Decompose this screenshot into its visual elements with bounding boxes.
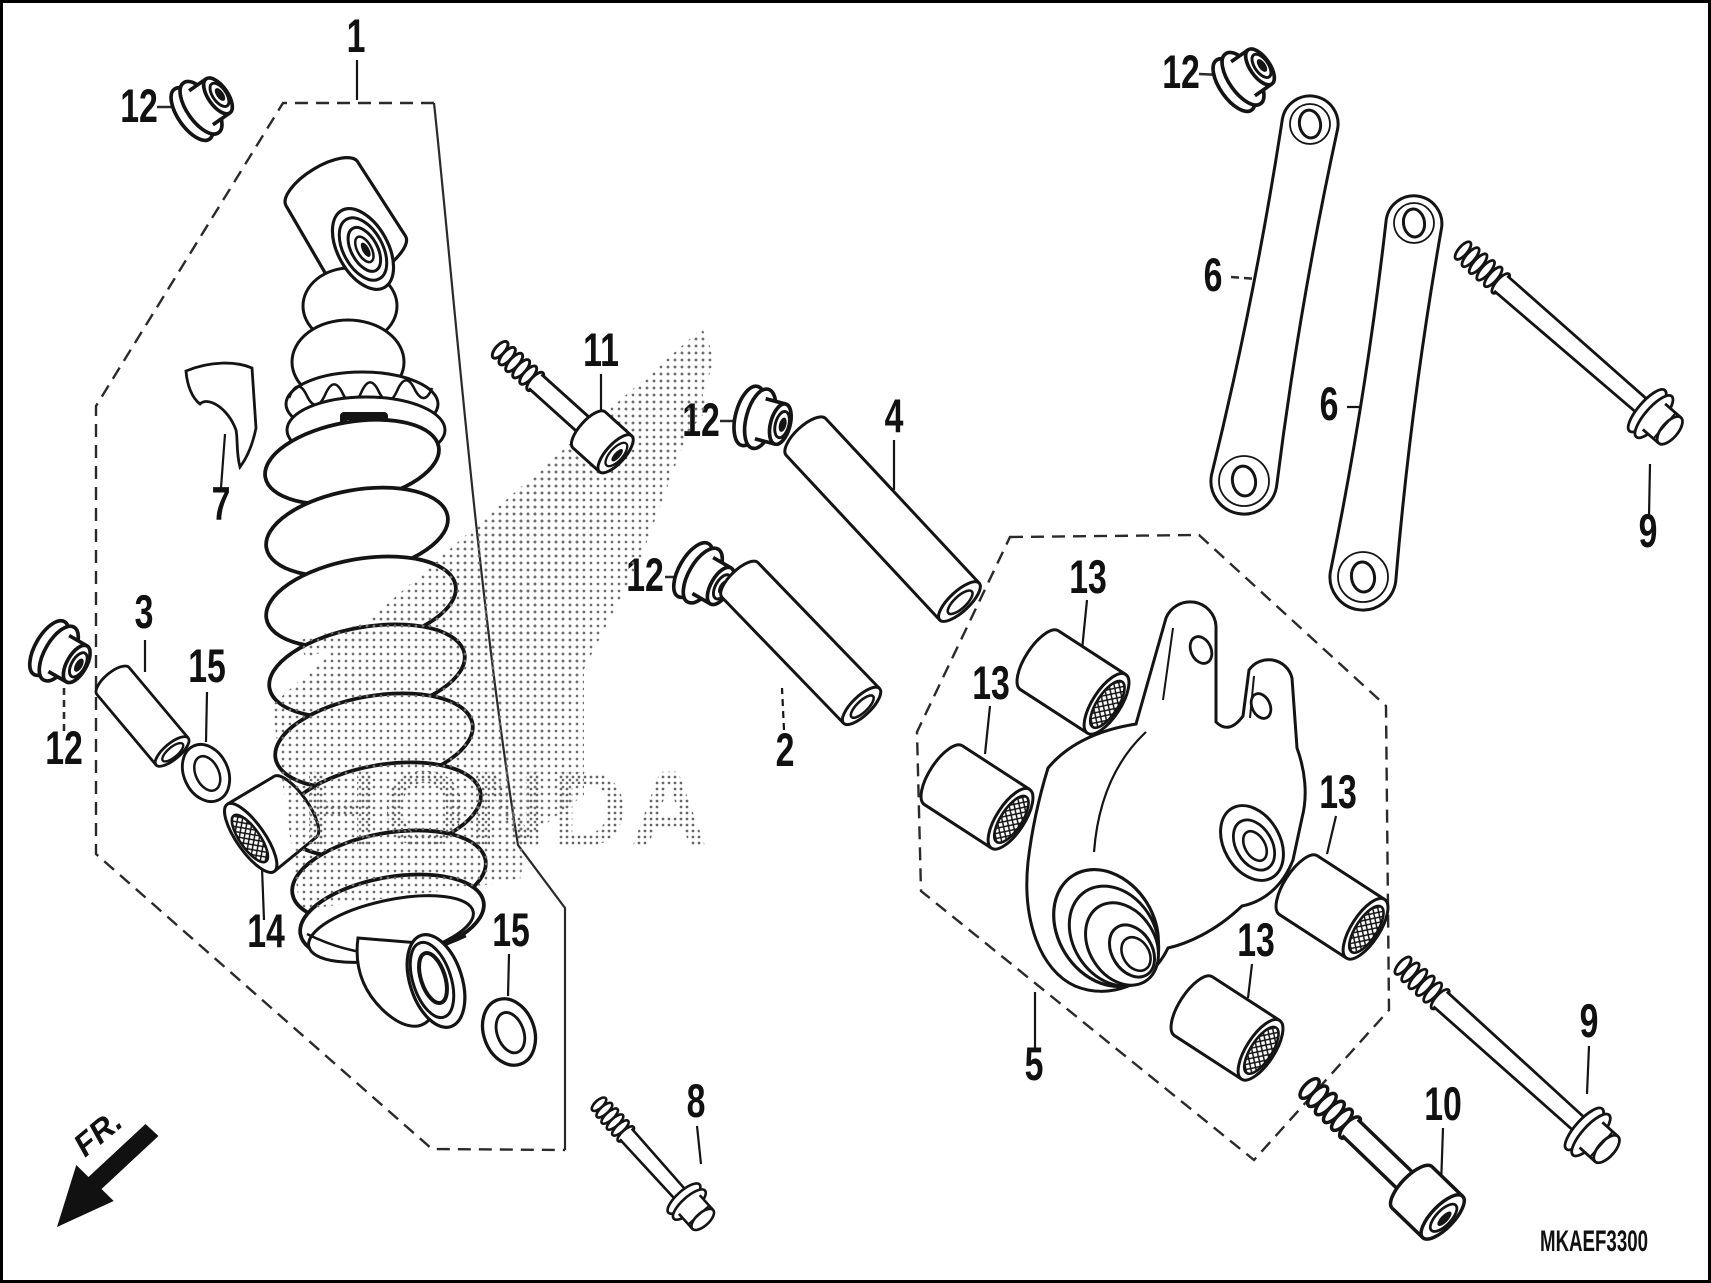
svg-text:15: 15 bbox=[492, 904, 530, 957]
svg-text:3: 3 bbox=[135, 586, 154, 639]
svg-text:13: 13 bbox=[1069, 551, 1107, 604]
svg-text:12: 12 bbox=[45, 722, 83, 775]
svg-text:11: 11 bbox=[583, 324, 619, 377]
svg-text:4: 4 bbox=[885, 390, 904, 443]
svg-text:2: 2 bbox=[776, 724, 795, 777]
svg-text:6: 6 bbox=[1320, 378, 1339, 431]
svg-text:1: 1 bbox=[347, 10, 366, 63]
svg-text:MKAEF3300: MKAEF3300 bbox=[1540, 1225, 1648, 1258]
svg-text:13: 13 bbox=[1319, 766, 1357, 819]
svg-text:5: 5 bbox=[1025, 1038, 1044, 1091]
svg-text:12: 12 bbox=[1162, 46, 1200, 99]
svg-text:HONDA: HONDA bbox=[302, 748, 708, 869]
svg-text:14: 14 bbox=[247, 905, 285, 958]
svg-text:8: 8 bbox=[687, 1075, 706, 1128]
svg-text:13: 13 bbox=[972, 657, 1010, 710]
svg-text:13: 13 bbox=[1237, 914, 1275, 967]
svg-text:12: 12 bbox=[120, 80, 158, 133]
svg-text:9: 9 bbox=[1639, 505, 1658, 558]
svg-text:7: 7 bbox=[212, 478, 231, 531]
svg-text:15: 15 bbox=[188, 640, 226, 693]
svg-text:6: 6 bbox=[1204, 249, 1223, 302]
svg-text:9: 9 bbox=[1580, 995, 1599, 1048]
svg-text:10: 10 bbox=[1424, 1078, 1462, 1131]
